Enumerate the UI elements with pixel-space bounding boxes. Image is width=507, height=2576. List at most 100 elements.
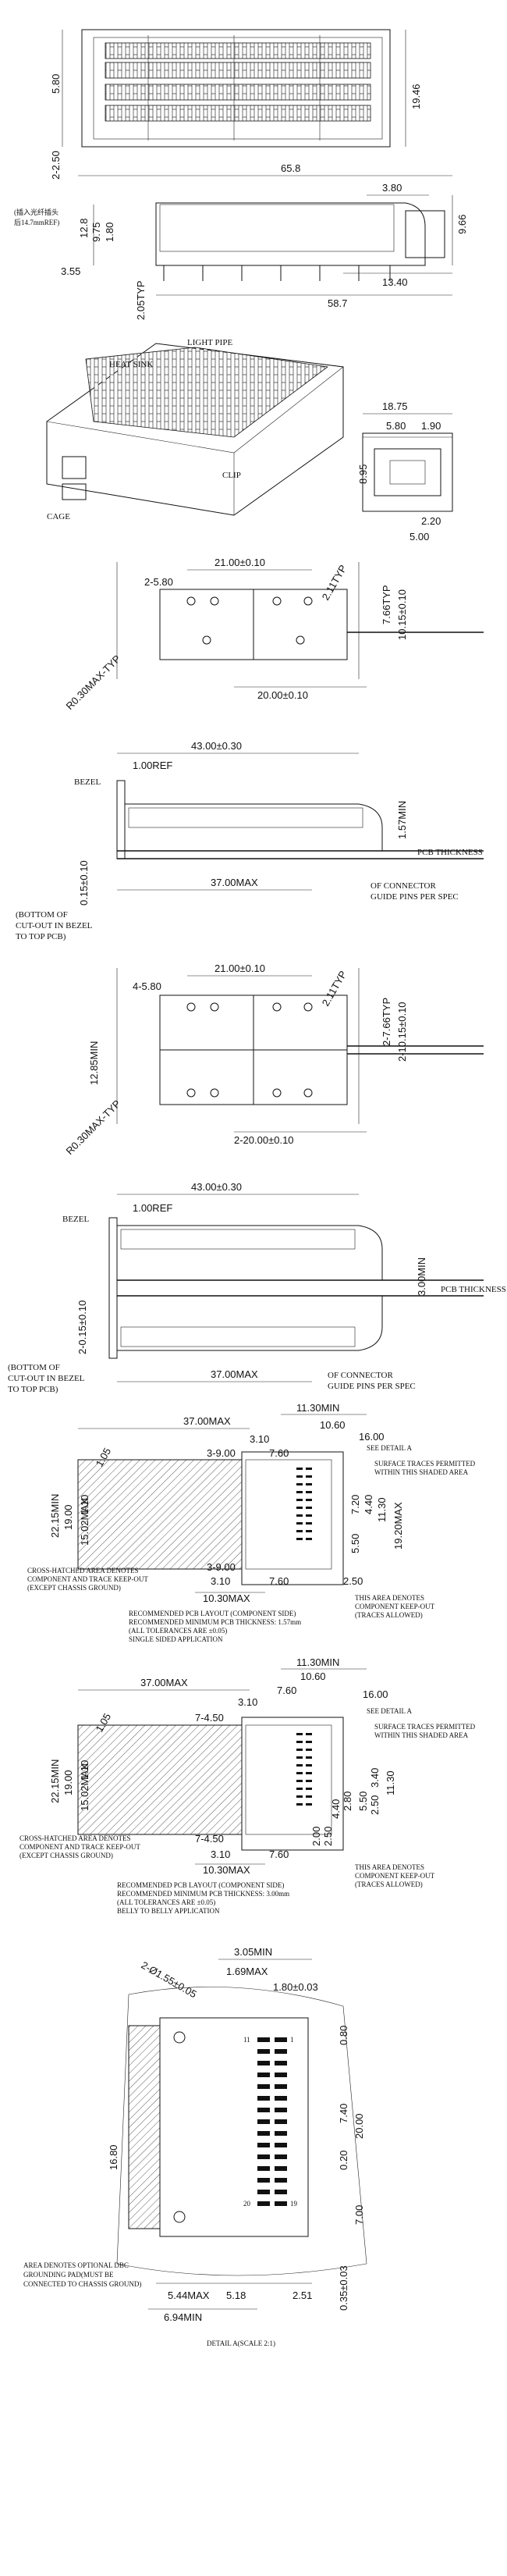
- detailA-dim-16-80: 16.80: [108, 2144, 119, 2170]
- dim-10-15: 10.15±0.10: [396, 589, 408, 640]
- fiber-note-line1: (插入光纤插头: [14, 208, 58, 216]
- layout2-bottom-note-1: RECOMMENDED PCB LAYOUT (COMPONENT SIDE): [117, 1881, 284, 1889]
- detail-pad-array: [257, 2037, 287, 2206]
- pin-20: 20: [243, 2200, 251, 2208]
- layout2-left-note-3: (EXCEPT CHASSIS GROUND): [20, 1852, 113, 1859]
- layout1-dim-7-20: 7.20: [349, 1495, 361, 1514]
- layout2-dim-3-10-b: 3.10: [211, 1848, 230, 1860]
- detailA-dim-7-00: 7.00: [353, 2205, 365, 2225]
- detailA-note-1: AREA DENOTES OPTIONAL DBC: [23, 2261, 129, 2269]
- layout2-see-detail-a: SEE DETAIL A: [367, 1707, 412, 1715]
- layout2-bottom-note-2: RECOMMENDED MINIMUM PCB THICKNESS: 3.00m…: [117, 1890, 289, 1898]
- front-view: 18.75 5.80 1.90 8.95 2.20 5.00: [357, 400, 453, 543]
- heat-sink-fins-top: [105, 42, 371, 122]
- layout1-right-note-2: COMPONENT KEEP-OUT: [355, 1603, 435, 1610]
- dim-3-55: 3.55: [61, 265, 80, 277]
- dim-12-8: 12.8: [78, 219, 90, 238]
- detailA-dim-6-94min: 6.94MIN: [164, 2311, 202, 2323]
- dim-2-0-15: 2-0.15±0.10: [76, 1300, 88, 1354]
- layout2-dim-2-50-b: 2.50: [322, 1827, 334, 1846]
- layout2-dim-4-40: 4.40: [330, 1799, 342, 1819]
- dim-2-2-50: 2-2.50: [50, 151, 62, 180]
- label-bezel: BEZEL: [74, 777, 101, 787]
- dim-12-85min: 12.85MIN: [88, 1041, 100, 1085]
- layout1-bottom-note-3: (ALL TOLERANCES ARE ±0.05): [129, 1627, 227, 1635]
- label-clip: CLIP: [222, 471, 241, 480]
- detail-a: 2-Ø1.55±0.05 3.05MIN 1.69MAX 1.80±0.03: [23, 1946, 367, 2347]
- layout1-dim-3-9-00-b: 3-9.00: [207, 1561, 236, 1573]
- keepout-hatch-single: [77, 1459, 243, 1570]
- keepout-hatch-double: [77, 1724, 243, 1835]
- dim-2-7-66typ: 2-7.66TYP: [381, 998, 392, 1046]
- detailA-note-2: GROUNDING PAD(MUST BE: [23, 2271, 114, 2279]
- label-heat-sink: HEAT SINK: [109, 360, 153, 369]
- dim-37-00max-double: 37.00MAX: [211, 1368, 258, 1380]
- dim-65-8: 65.8: [281, 162, 300, 174]
- dim-7-66typ: 7.66TYP: [381, 585, 392, 624]
- dim-2-20: 2.20: [421, 515, 441, 527]
- dim-8-95: 8.95: [357, 464, 369, 484]
- detailA-dim-0-20: 0.20: [338, 2151, 349, 2170]
- dim-5-80-front: 5.80: [386, 420, 406, 432]
- dim-43-00-double: 43.00±0.30: [191, 1181, 242, 1193]
- dim-19-46: 19.46: [410, 84, 422, 109]
- pin-1: 1: [290, 2036, 294, 2044]
- layout1-dim-37-00max: 37.00MAX: [183, 1415, 231, 1427]
- layout2-dim-1-10: 1.10: [79, 1760, 90, 1780]
- dim-1-80: 1.80: [104, 222, 115, 242]
- layout1-dim-3-10: 3.10: [250, 1433, 269, 1445]
- layout1-dim-3-10-b: 3.10: [211, 1575, 230, 1587]
- layout1-dim-22-15min: 22.15MIN: [49, 1494, 61, 1538]
- layout1-dim-19-20max: 19.20MAX: [392, 1502, 404, 1550]
- layout1-see-detail-a: SEE DETAIL A: [367, 1444, 412, 1452]
- double-side-view: 43.00±0.30 1.00REF BEZEL 3.00MIN PCB THI…: [8, 1181, 506, 1394]
- detailA-dim-0-80: 0.80: [338, 2026, 349, 2045]
- layout1-dim-3-9-00: 3-9.00: [207, 1447, 236, 1459]
- layout1-surface-traces-1: SURFACE TRACES PERMITTED: [374, 1460, 476, 1468]
- label-pcb-thickness-double: PCB THICKNESS: [441, 1285, 506, 1294]
- detailA-dim-3-05min: 3.05MIN: [234, 1946, 272, 1958]
- dim-r0-30-double: R0.30MAX-TYP: [64, 1098, 123, 1157]
- layout1-dim-7-60-b: 7.60: [269, 1575, 289, 1587]
- layout1-dim-11-30: 11.30: [376, 1497, 388, 1522]
- layout2-surface-traces-2: WITHIN THIS SHADED AREA: [374, 1731, 469, 1739]
- dim-2-11typ: 2.11TYP: [320, 563, 349, 602]
- dim-13-40: 13.40: [382, 276, 408, 288]
- layout2-right-note-1: THIS AREA DENOTES: [355, 1863, 424, 1871]
- layout1-dim-11-30min: 11.30MIN: [296, 1402, 339, 1414]
- dim-20-00: 20.00±0.10: [257, 689, 308, 701]
- detailA-dim-2-1-55: 2-Ø1.55±0.05: [140, 1959, 199, 2001]
- layout2-left-note-1: CROSS-HATCHED AREA DENOTES: [20, 1834, 131, 1842]
- pin-11: 11: [243, 2036, 250, 2044]
- layout2-dim-2-50: 2.50: [369, 1795, 381, 1815]
- label-of-connector-double: OF CONNECTOR: [328, 1371, 394, 1380]
- iso-view: LIGHT PIPE HEAT SINK CLIP CAGE: [46, 338, 344, 521]
- detailA-dim-1-80: 1.80±0.03: [273, 1981, 318, 1993]
- layout1-dim-2-50: 2.50: [343, 1575, 363, 1587]
- layout2-bottom-note-4: BELLY TO BELLY APPLICATION: [117, 1907, 220, 1915]
- dim-1-57min: 1.57MIN: [396, 801, 408, 839]
- dim-9-66: 9.66: [456, 215, 468, 234]
- dim-2-05typ: 2.05TYP: [135, 280, 147, 320]
- dim-43-00: 43.00±0.30: [191, 740, 242, 752]
- layout2-right-note-2: COMPONENT KEEP-OUT: [355, 1872, 435, 1880]
- layout1-left-note-2: COMPONENT AND TRACE KEEP-OUT: [27, 1575, 148, 1583]
- detailA-note-3: CONNECTED TO CHASSIS GROUND): [23, 2280, 141, 2288]
- layout2-dim-2-80: 2.80: [342, 1791, 353, 1811]
- label-of-connector: OF CONNECTOR: [370, 881, 437, 891]
- layout2-dim-11-30min: 11.30MIN: [296, 1656, 339, 1668]
- layout2-dim-2-00: 2.00: [310, 1827, 322, 1846]
- layout1-bottom-note-1: RECOMMENDED PCB LAYOUT (COMPONENT SIDE): [129, 1610, 296, 1617]
- layout1-dim-16-00: 16.00: [359, 1431, 385, 1443]
- layout1-dim-4-40: 4.40: [363, 1495, 374, 1514]
- detailA-dim-5-18: 5.18: [226, 2290, 246, 2301]
- dim-5-80: 5.80: [50, 74, 62, 94]
- layout1-dim-1-10: 1.10: [79, 1495, 90, 1514]
- detailA-dim-0-35: 0.35±0.03: [338, 2265, 349, 2311]
- dim-2-20-00: 2-20.00±0.10: [234, 1134, 294, 1146]
- dim-1-00ref-double: 1.00REF: [133, 1202, 172, 1214]
- dim-3-00min: 3.00MIN: [416, 1258, 427, 1296]
- layout2-dim-11-30: 11.30: [385, 1770, 396, 1795]
- detailA-dim-1-69max: 1.69MAX: [226, 1966, 268, 1977]
- layout1-dim-19-00: 19.00: [62, 1504, 74, 1530]
